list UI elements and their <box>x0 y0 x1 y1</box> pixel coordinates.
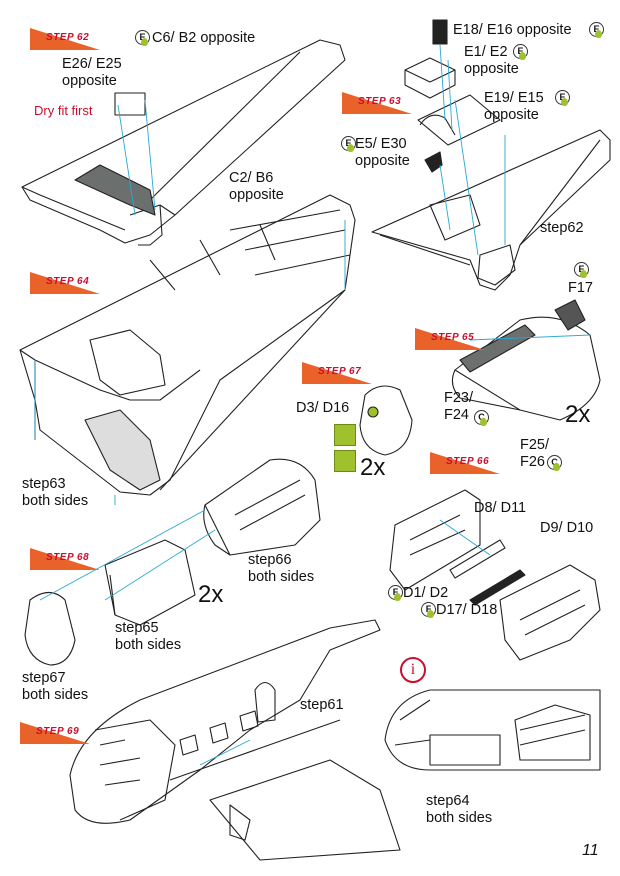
step-62-tag: STEP 62 <box>30 28 110 50</box>
info-icon: i <box>400 657 426 683</box>
spinner-step67-drawing <box>359 385 413 456</box>
drill-hole-hatched-icon <box>334 450 356 472</box>
step-67-tag: STEP 67 <box>302 362 382 384</box>
label-f23-f24: F23/F24 <box>444 390 474 423</box>
label-step62-ref: step62 <box>540 220 584 236</box>
label-dry-fit: Dry fit first <box>34 103 93 118</box>
sprue-c-badge: C <box>474 410 489 426</box>
label-d1-d2: D1/ D2 <box>403 585 449 601</box>
nacelle-assembled-drawing <box>203 458 321 556</box>
wing-step63-drawing <box>371 19 611 291</box>
label-f25-f26: F25/F26 <box>520 437 550 470</box>
nacelle-step65-drawing <box>451 299 601 421</box>
label-d17-d18: D17/ D18 <box>436 602 498 618</box>
sprue-e-badge: E <box>341 136 356 152</box>
step-66-tag: STEP 66 <box>430 452 510 474</box>
step-64-tag: STEP 64 <box>30 272 110 294</box>
label-d9-d10: D9/ D10 <box>540 520 594 536</box>
sprue-e-badge: E <box>513 44 528 60</box>
sprue-f-badge: F <box>421 602 436 618</box>
label-step61-ref: step61 <box>300 697 344 713</box>
label-d8-d11: D8/ D11 <box>474 500 527 516</box>
wing-step62-drawing <box>21 39 346 246</box>
sprue-e-badge: E <box>555 90 570 106</box>
label-quantity-2x: 2x <box>360 454 386 481</box>
sprue-f-badge: F <box>388 585 403 601</box>
sprue-c-badge: C <box>547 455 562 471</box>
label-f17: F17 <box>568 280 593 296</box>
drill-hole-icon <box>334 424 356 446</box>
sprue-e-badge: E <box>574 262 589 278</box>
step-69-tag: STEP 69 <box>20 722 100 744</box>
sprue-e-badge: E <box>589 22 604 38</box>
step-65-tag: STEP 65 <box>415 328 495 350</box>
label-e18-e16: E18/ E16 opposite <box>453 22 572 38</box>
sprue-e-badge: E <box>135 30 150 46</box>
page-number: 11 <box>582 842 599 859</box>
label-quantity-2x: 2x <box>198 581 224 608</box>
step-68-tag: STEP 68 <box>30 548 110 570</box>
fuselage-step69-drawing <box>69 619 401 861</box>
step-63-tag: STEP 63 <box>342 92 422 114</box>
label-quantity-2x: 2x <box>565 401 591 428</box>
label-d3-d16: D3/ D16 <box>296 400 350 416</box>
label-c6-b2: C6/ B2 opposite <box>152 30 256 46</box>
wing-step64-drawing <box>19 194 356 496</box>
detail-cutaway-drawing <box>384 689 601 771</box>
